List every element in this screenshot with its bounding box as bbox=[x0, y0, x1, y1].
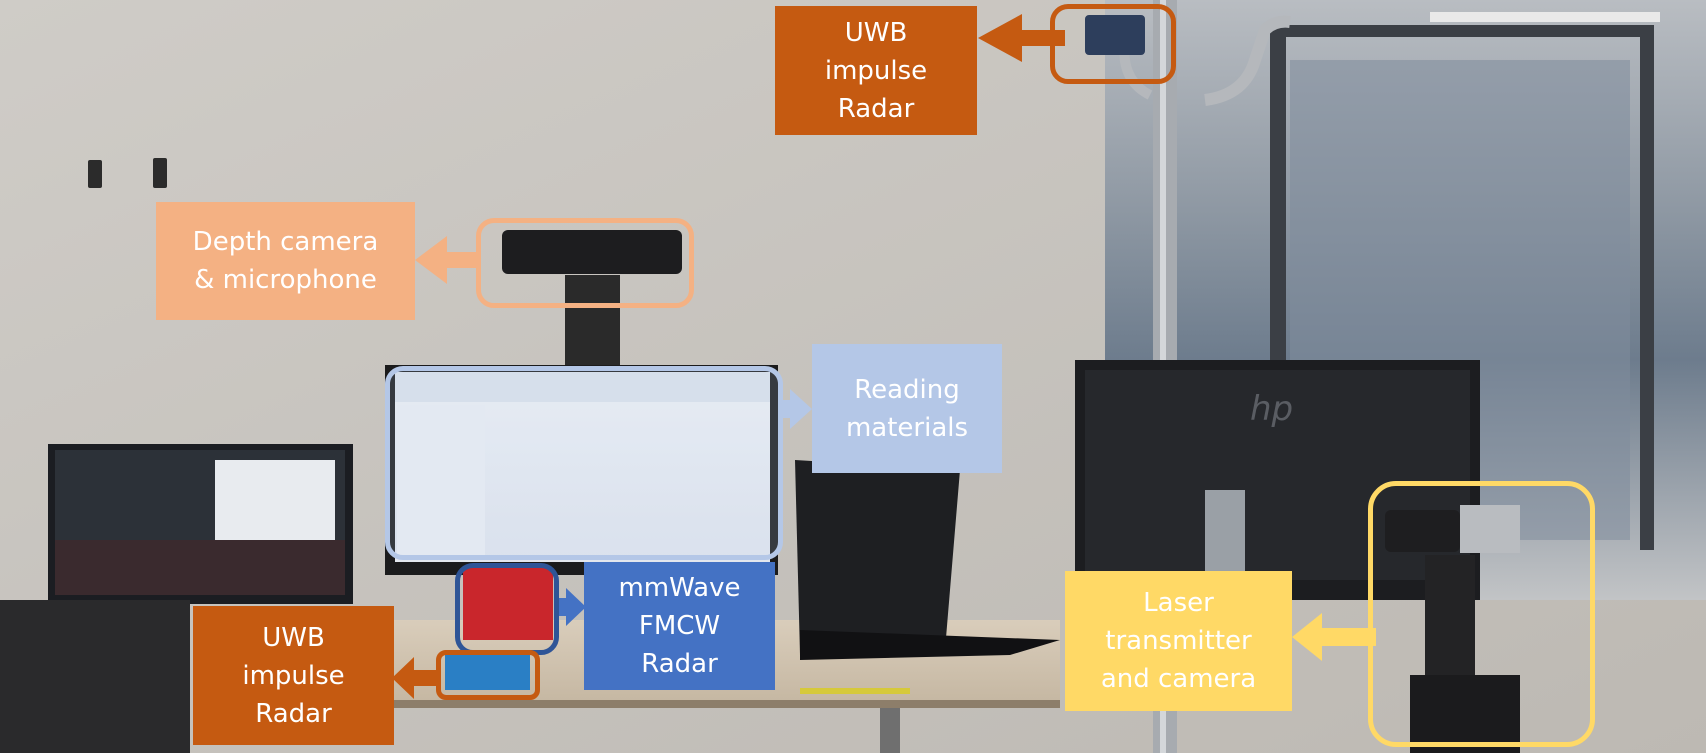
arrow-uwb-bottom-shaft bbox=[410, 670, 440, 686]
uwb-radar-bottom-highlight bbox=[436, 650, 540, 700]
reading-materials-highlight bbox=[385, 366, 783, 560]
uwb-radar-board-bottom bbox=[445, 655, 530, 690]
uwb-radar-bottom-label: UWB impulse Radar bbox=[193, 606, 394, 745]
left-laptop-window bbox=[215, 460, 335, 545]
arrow-laser-shaft bbox=[1318, 628, 1376, 646]
arrow-mmwave-head bbox=[566, 588, 586, 626]
wall-switch bbox=[88, 160, 102, 188]
ceiling-light bbox=[1430, 12, 1660, 22]
laser-camera-lens bbox=[1385, 510, 1460, 552]
black-laptop-base bbox=[800, 630, 1060, 660]
mmwave-radar-board bbox=[463, 568, 553, 640]
arrow-laser-head bbox=[1292, 613, 1322, 661]
black-laptop bbox=[795, 460, 960, 655]
mmwave-radar-highlight bbox=[455, 563, 559, 655]
depth-camera-device bbox=[502, 230, 682, 274]
laser-camera-highlight bbox=[1368, 481, 1595, 747]
desk-tape bbox=[800, 688, 910, 694]
chair bbox=[0, 600, 190, 753]
metal-hook bbox=[1204, 15, 1291, 106]
left-laptop-wallpaper bbox=[55, 540, 345, 595]
uwb-radar-top-highlight bbox=[1050, 4, 1176, 84]
mmwave-radar-label: mmWave FMCW Radar bbox=[584, 562, 775, 690]
arrow-reading-head bbox=[790, 389, 812, 429]
laser-tripod-head bbox=[1425, 555, 1475, 675]
laser-camera-label: Laser transmitter and camera bbox=[1065, 571, 1292, 711]
uwb-radar-device-top bbox=[1085, 15, 1145, 55]
reading-materials-label: Reading materials bbox=[812, 344, 1002, 473]
arrow-depth-head bbox=[415, 236, 447, 284]
uwb-radar-top-label: UWB impulse Radar bbox=[775, 6, 977, 135]
center-monitor-ribbon bbox=[395, 372, 770, 402]
laser-camera-body bbox=[1460, 505, 1520, 553]
wall-switch bbox=[153, 158, 167, 188]
desk-edge bbox=[380, 700, 1060, 708]
depth-camera-mount bbox=[565, 275, 620, 365]
center-monitor-sidebar bbox=[397, 405, 485, 555]
door-top-frame bbox=[1270, 25, 1654, 37]
depth-camera-highlight bbox=[476, 218, 694, 308]
depth-camera-label: Depth camera & microphone bbox=[156, 202, 415, 320]
arrow-uwb-bottom-head bbox=[392, 657, 414, 699]
arrow-reading-shaft bbox=[780, 400, 792, 418]
arrow-depth-shaft bbox=[445, 252, 477, 268]
hp-monitor-logo: hp bbox=[1250, 389, 1293, 429]
desk-leg bbox=[880, 708, 900, 753]
door-frame bbox=[1640, 30, 1654, 550]
arrow-uwb-top-head bbox=[978, 14, 1022, 62]
laser-tripod-legs bbox=[1410, 675, 1520, 753]
